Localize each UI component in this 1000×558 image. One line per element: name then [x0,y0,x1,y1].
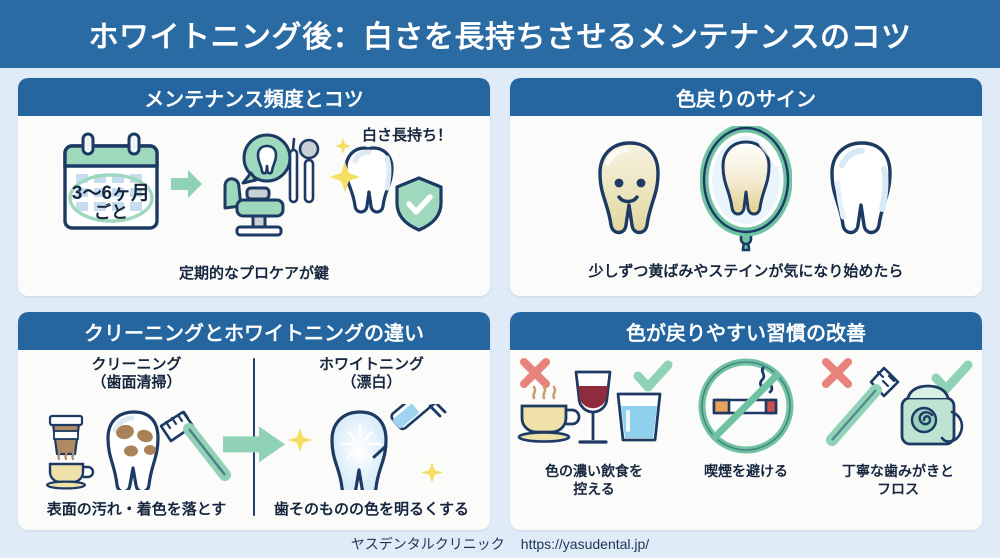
card-body: 色の濃い飲食を 控える [510,350,982,530]
white-tooth-icon [830,141,892,235]
habit-label-line1: 色の濃い飲食を [545,463,643,479]
cross-icon [822,358,852,388]
cleaning-caption: 表面の汚れ・着色を落とす [46,501,227,519]
habit-item-brushing: 丁寧な歯みがきと フロス [822,354,973,498]
page-title: ホワイトニング後：白さを長持ちさせるメンテナンスのコツ [88,21,912,54]
toothbrush-icon [159,410,231,481]
footer: ヤスデンタルクリニック https://yasudental.jp/ [0,534,1000,554]
habit-item-drinks: 色の濃い飲食を 控える [517,354,673,498]
clinic-url[interactable]: https://yasudental.jp/ [520,536,650,552]
card-caption: 少しずつ黄ばみやステインが気になり始めたら [588,263,904,281]
card-title: メンテナンス頻度とコツ [144,88,364,111]
illustration-row [516,126,976,252]
habit-label-line1: 喫煙を避ける [704,463,788,479]
sparkle-icon [287,427,312,452]
white-tooth-icon [329,410,388,490]
whitening-caption: 歯そのものの色を明るくする [273,501,469,519]
card-color-relapse-signs: 色戻りのサイン [510,78,982,296]
calendar-interval-line1: 3～6ヶ月 [72,183,150,204]
mirror-tooth-icon [700,126,792,252]
card-grid: メンテナンス頻度とコツ 白さ長持ち！ [18,78,982,530]
whitening-illustration [287,403,446,490]
habit-columns: 色の濃い飲食を 控える [517,354,974,498]
card-header: クリーニングとホワイトニングの違い [18,312,490,350]
card-body: 少しずつ黄ばみやステインが気になり始めたら [510,116,982,296]
habit-item-smoking: 喫煙を避ける [671,354,821,480]
card-title: クリーニングとホワイトニングの違い [84,322,424,345]
cross-icon [520,358,550,388]
check-icon [931,360,973,394]
card-title: 色戻りのサイン [676,88,816,111]
stained-tooth-icon [105,410,160,490]
habit-label: 喫煙を避ける [704,462,788,480]
cleaning-heading-line2: （歯面清掃） [91,374,182,391]
toothbrush-icon [826,366,900,446]
syringe-icon [372,403,446,459]
cleaning-heading-line1: クリーニング [91,356,182,373]
clinic-name: ヤスデンタルクリニック [350,536,505,552]
habit-label-line2: フロス [877,481,919,498]
whitening-heading-line2: （漂白） [341,374,402,391]
whitening-heading-line1: ホワイトニング [318,356,424,373]
drinks-illustration [517,358,673,444]
yellow-smiling-tooth-icon [598,141,660,235]
sparkle-icon [421,461,442,483]
habit-label: 色の濃い飲食を 控える [545,462,643,498]
sparkle-tooth-shield-icon [330,138,443,232]
dental-chair-icon [223,133,320,237]
tea-cup-icon [45,448,94,490]
brushing-floss-illustration [822,358,973,446]
no-smoking-icon [698,358,794,454]
longevity-note: 白さ長持ち！ [361,127,452,144]
card-header: 色戻りのサイン [510,78,982,116]
tea-cup-icon [517,385,581,443]
card-title: 色が戻りやすい習慣の改善 [626,322,866,345]
card-maintenance-frequency: メンテナンス頻度とコツ 白さ長持ち！ [18,78,490,296]
arrow-right-icon [171,170,202,198]
illustration-row: 3～6ヶ月 ごと [24,124,484,244]
habit-label-line2: 控える [573,481,615,498]
card-header: 色が戻りやすい習慣の改善 [510,312,982,350]
card-cleaning-vs-whitening: クリーニングとホワイトニングの違い クリーニング （歯面清掃） [18,312,490,530]
habit-label-line1: 丁寧な歯みがきと [842,463,954,479]
check-icon [633,360,673,392]
cleaning-heading: クリーニング （歯面清掃） [91,356,181,392]
card-habit-improvement: 色が戻りやすい習慣の改善 [510,312,982,530]
card-caption: 定期的なプロケアが鍵 [178,265,329,283]
card-body: クリーニング （歯面清掃） [18,350,490,530]
cleaning-column: クリーニング （歯面清掃） [22,352,251,522]
water-glass-icon [616,392,662,442]
cleaning-illustration [45,410,231,490]
arrow-right-icon [223,426,285,463]
habit-label: 丁寧な歯みがきと フロス [842,462,954,498]
whitening-heading: ホワイトニング （漂白） [319,356,424,392]
comparison-columns: クリーニング （歯面清掃） [22,352,486,522]
calendar-interval-line2: ごと [94,202,128,222]
floss-icon [900,384,964,446]
card-body: 白さ長持ち！ 3～6 [18,116,490,296]
whitening-column: ホワイトニング （漂白） [257,352,486,522]
coffee-cup-icon [48,414,83,455]
title-banner: ホワイトニング後：白さを長持ちさせるメンテナンスのコツ [0,0,1000,68]
wine-glass-icon [574,370,612,444]
card-header: メンテナンス頻度とコツ [18,78,490,116]
calendar-icon: 3～6ヶ月 ごと [63,132,159,230]
